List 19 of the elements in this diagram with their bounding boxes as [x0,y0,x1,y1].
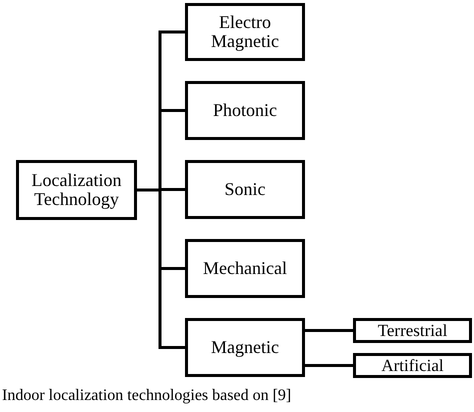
category-box [185,3,305,61]
connector-line [305,329,353,332]
box-label: Artificial [381,356,444,374]
category-box [185,81,305,140]
box-label: Sonic [224,180,266,199]
caption: Indoor localization technologies based on [9] [2,388,292,404]
box-label: Mechanical [203,259,287,278]
box-label: Magnetic [211,338,279,357]
category-box [185,318,305,377]
connector-line [305,364,353,367]
box-label: Terrestrial [378,322,448,340]
category-box [16,160,137,220]
category-box [185,239,305,298]
box-label: Localization Technology [30,171,122,209]
category-box [353,318,472,343]
category-box [185,160,305,219]
box-label: Electro Magnetic [210,13,280,51]
box-label: Photonic [212,101,277,120]
category-box [353,353,472,378]
